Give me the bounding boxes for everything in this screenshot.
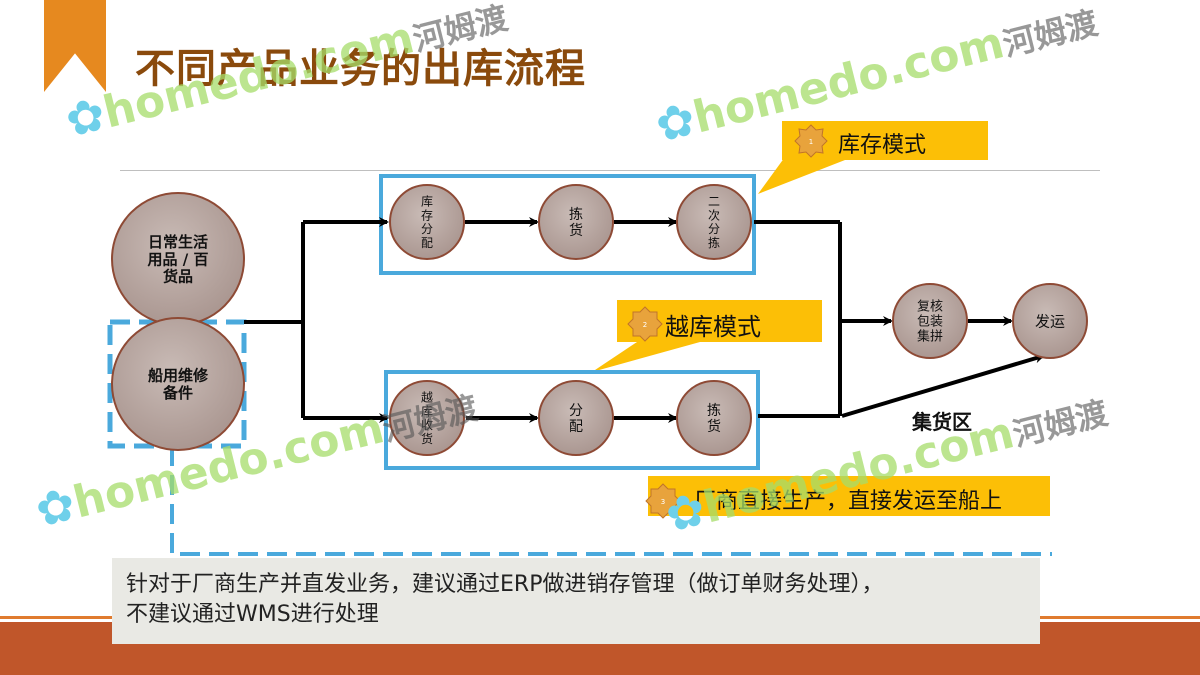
note-line-1: 针对于厂商生产并直发业务，建议通过ERP做进销存管理（做订单财务处理）， [126, 572, 884, 597]
node-label: 日常生活用品 / 百货品 [148, 233, 209, 286]
callout-pointer-crossdock [592, 340, 700, 372]
node-label-line: 分 [569, 403, 583, 419]
node-label-line: 船用维修 [148, 367, 209, 385]
direct-shipping-dashed-path [170, 446, 1052, 556]
badge-number: 3 [661, 498, 665, 506]
node-label: 发运 [1035, 312, 1065, 330]
badge-starburst [794, 124, 828, 158]
node-label-line: 二 [708, 195, 720, 209]
node-label-line: 库 [421, 194, 433, 209]
node-label-line: 越 [421, 391, 433, 405]
node-label-line: 用品 / 百 [148, 250, 209, 268]
staging-area-label: 集货区 [912, 410, 972, 434]
node-stock-allocate: 库存分配 [389, 184, 465, 260]
node-crossdock-allocate: 分配 [538, 380, 614, 456]
title-divider [120, 170, 1100, 171]
node-label-line: 日常生活 [148, 233, 208, 251]
node-crossdock-pick: 拣货 [676, 380, 752, 456]
node-label-line: 货品 [163, 268, 193, 286]
node-label: 船用维修备件 [148, 367, 209, 402]
node-marine-parts: 船用维修备件 [111, 317, 245, 451]
node-crossdock-receive: 越库收货 [389, 380, 465, 456]
badge-number: 1 [809, 138, 813, 146]
callout-pointer-stock [758, 150, 845, 194]
node-label-line: 发运 [1035, 312, 1065, 330]
node-label: 拣货 [569, 207, 583, 239]
node-label: 越库收货 [421, 391, 433, 446]
node-label-line: 货 [707, 418, 721, 435]
node-label: 库存分配 [421, 194, 433, 250]
badge-3: 3 [645, 483, 681, 519]
node-label-line: 存 [421, 208, 433, 222]
arrow-direct-to-ship [841, 353, 1045, 418]
page-title: 不同产品业务的出库流程 [135, 46, 586, 92]
node-stock-pick: 拣货 [538, 184, 614, 260]
node-label-line: 次 [708, 208, 720, 222]
recommendation-note: 针对于厂商生产并直发业务，建议通过ERP做进销存管理（做订单财务处理）， 不建议… [112, 558, 1040, 644]
node-stock-sort: 二次分拣 [676, 184, 752, 260]
node-label-line: 包装 [917, 315, 943, 330]
badge-2: 2 [627, 306, 663, 342]
node-label-line: 配 [569, 419, 583, 435]
node-label-line: 收 [421, 418, 433, 432]
badge-number: 2 [643, 321, 647, 329]
node-label-line: 配 [421, 236, 433, 250]
crossdock-mode-label: 越库模式 [665, 313, 761, 341]
node-label-line: 货 [421, 431, 433, 446]
node-label-line: 集拼 [917, 329, 943, 345]
node-label-line: 分 [421, 222, 433, 236]
node-label-line: 货 [569, 222, 583, 239]
node-label-line: 拣 [569, 207, 583, 223]
badge-1: 1 [794, 124, 828, 158]
node-label-line: 备件 [162, 384, 193, 402]
node-label: 二次分拣 [708, 195, 720, 250]
callout-box-direct [648, 476, 1050, 516]
direct-mode-label: 厂商直接生产，直接发运至船上 [694, 489, 1003, 514]
node-label-line: 分 [708, 222, 720, 236]
node-review-pack: 复核包装集拼 [892, 283, 968, 359]
note-line-2: 不建议通过WMS进行处理 [126, 602, 379, 627]
node-label-line: 拣 [707, 403, 721, 419]
node-label-line: 库 [421, 403, 433, 418]
node-label: 分配 [569, 403, 583, 435]
node-label: 拣货 [707, 403, 721, 435]
node-label: 复核包装集拼 [917, 300, 943, 345]
node-daily-goods: 日常生活用品 / 百货品 [111, 192, 245, 326]
node-ship: 发运 [1012, 283, 1088, 359]
badge-starburst [645, 483, 681, 519]
stock-mode-label: 库存模式 [838, 133, 927, 158]
badge-starburst [627, 306, 663, 342]
node-label-line: 复核 [917, 300, 943, 315]
node-label-line: 拣 [708, 235, 720, 250]
